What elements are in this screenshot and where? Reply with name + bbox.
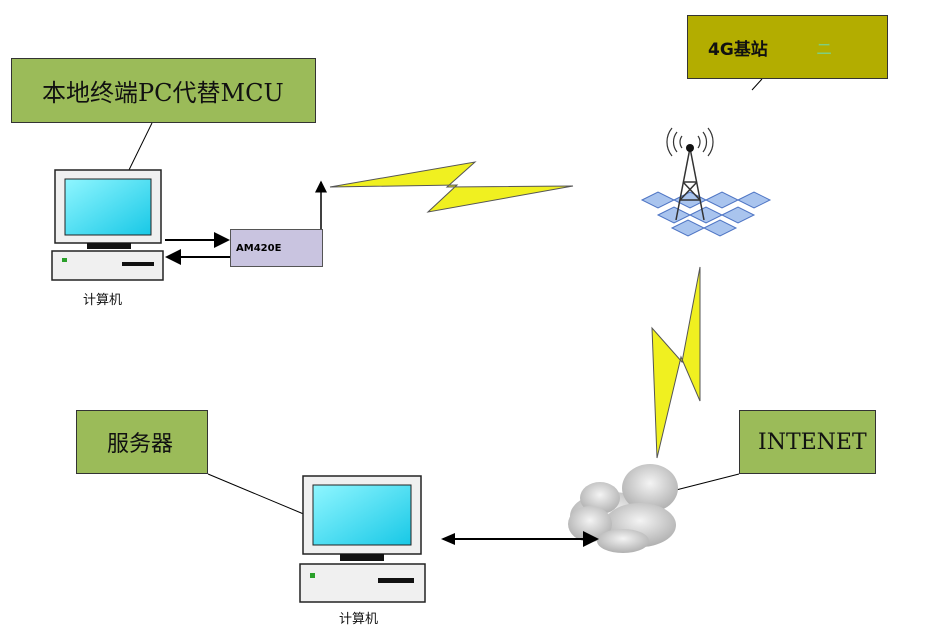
base-station-label: 4G基站 — [708, 39, 768, 60]
lightning-icon — [329, 161, 574, 213]
lightning-icon — [651, 266, 701, 459]
computer-caption: 计算机 — [339, 612, 379, 627]
am420e-module: AM420E — [230, 229, 323, 267]
callout-line-internet — [675, 473, 740, 491]
cell-tower-icon — [640, 127, 772, 237]
computer-icon — [51, 169, 164, 281]
computer-caption: 计算机 — [83, 293, 123, 308]
computer-icon — [299, 475, 426, 603]
callout-line-server — [207, 473, 307, 516]
base-station-mark: ニ — [815, 39, 833, 60]
callout-line-local — [127, 122, 153, 173]
local-pc-callout: 本地终端PC代替MCU — [11, 58, 316, 123]
base-station-callout: 4G基站 ニ — [687, 15, 888, 79]
cloud-icon — [568, 464, 678, 553]
server-callout: 服务器 — [76, 410, 208, 474]
internet-callout: INTENET — [739, 410, 876, 474]
server-arrowhead — [441, 533, 455, 545]
callout-line-4g — [751, 78, 763, 91]
